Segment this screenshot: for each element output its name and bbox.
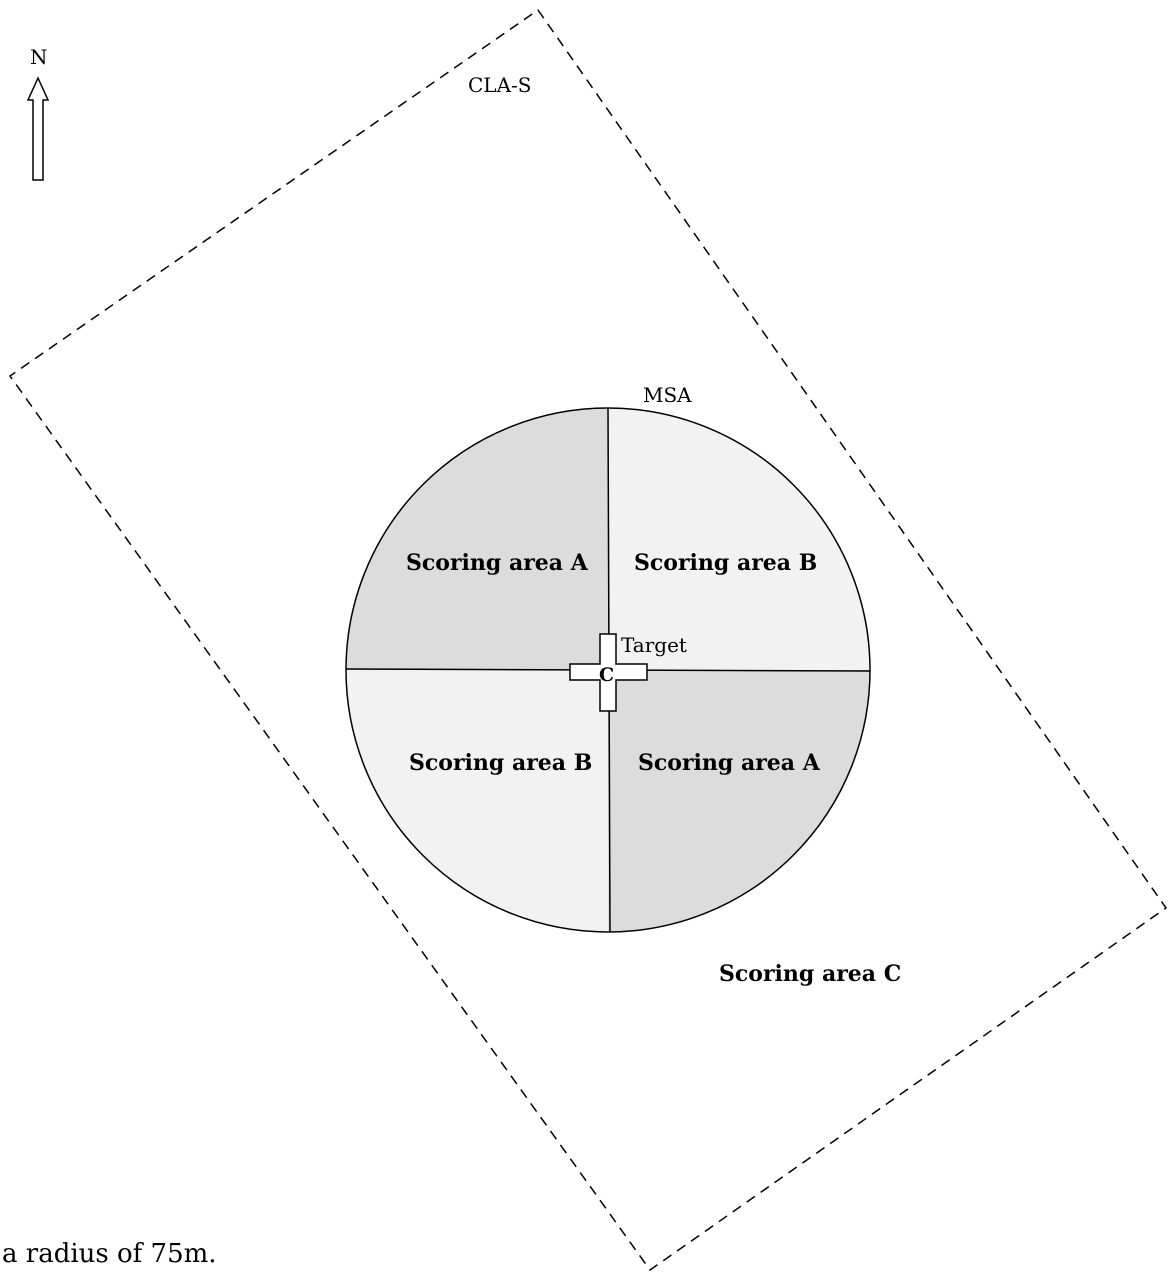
scoring-area-c-label: Scoring area C xyxy=(719,961,901,987)
msa-circle xyxy=(345,407,871,933)
target-cross-marker: C xyxy=(569,633,648,712)
north-arrow-shape xyxy=(26,76,50,181)
north-label: N xyxy=(30,45,48,69)
target-label: Target xyxy=(621,633,687,657)
cla-s-boundary xyxy=(8,8,1168,1272)
scoring-area-se-label: Scoring area A xyxy=(638,750,821,776)
msa-label: MSA xyxy=(643,383,692,407)
quadrant-ne-scoring-area-b xyxy=(608,408,870,670)
quadrant-se-scoring-area-a xyxy=(608,670,870,932)
quadrant-nw-scoring-area-a xyxy=(346,408,608,670)
center-marker-label: C xyxy=(599,664,614,686)
quadrant-sw-scoring-area-b xyxy=(346,670,608,932)
cla-s-label: CLA-S xyxy=(468,73,532,97)
scoring-area-sw-label: Scoring area B xyxy=(409,750,592,776)
scoring-area-ne-label: Scoring area B xyxy=(634,550,817,576)
caption-text: a radius of 75m. xyxy=(2,1239,217,1269)
north-arrow-icon: N xyxy=(26,45,50,181)
scoring-area-nw-label: Scoring area A xyxy=(406,550,589,576)
